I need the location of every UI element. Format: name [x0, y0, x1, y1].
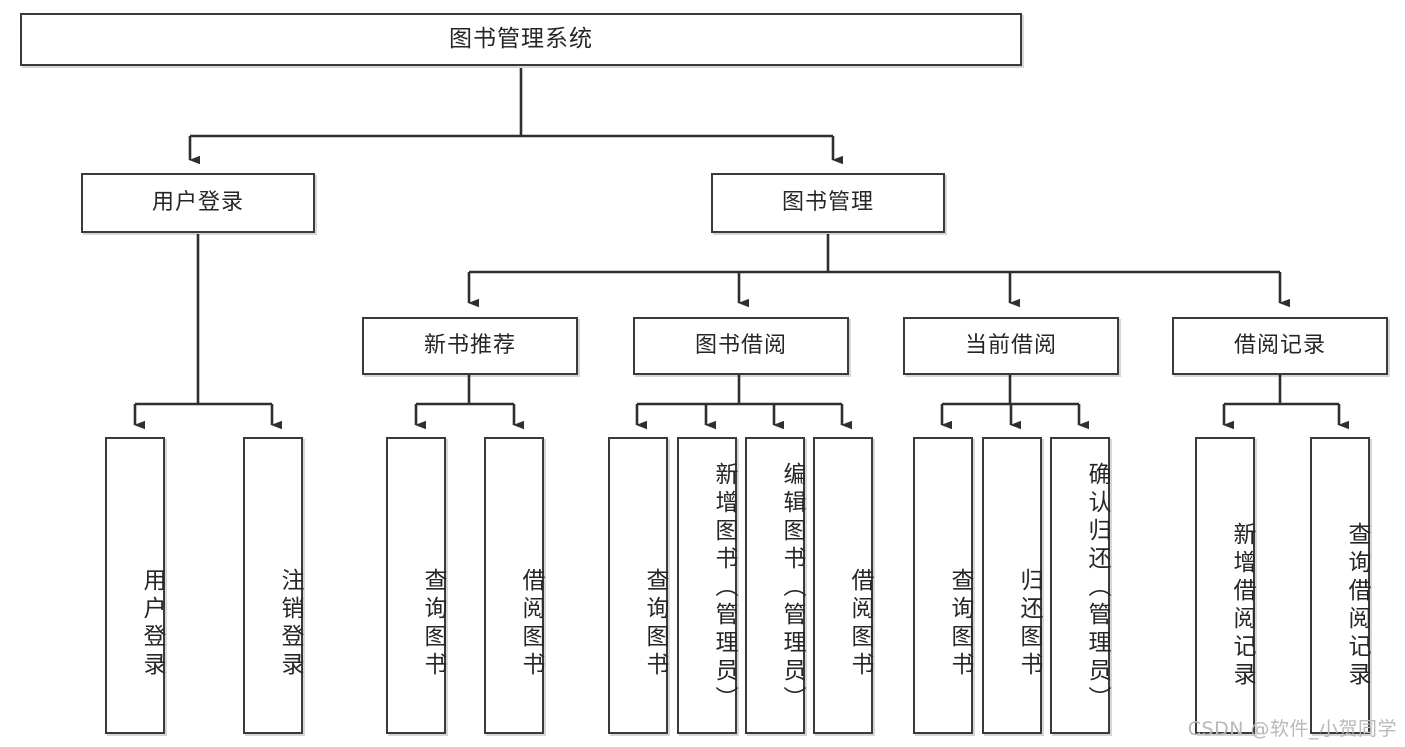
node-label: 新增图书（管理员） [711, 461, 737, 714]
node-label: 图书管理系统 [449, 25, 593, 52]
leaf-edit-book[interactable]: 编辑图书（管理员） [745, 437, 805, 734]
node-label: 注销登录 [277, 567, 303, 680]
leaf-query-book-borrow[interactable]: 查询图书 [608, 437, 668, 734]
leaf-query-book-recommend[interactable]: 查询图书 [386, 437, 446, 734]
leaf-user-login[interactable]: 用户登录 [105, 437, 165, 734]
leaf-add-book[interactable]: 新增图书（管理员） [677, 437, 737, 734]
node-user-login[interactable]: 用户登录 [81, 173, 315, 233]
node-label: 借阅图书 [518, 567, 544, 680]
node-label: 当前借阅 [964, 332, 1057, 358]
node-label: 借阅图书 [847, 567, 873, 680]
node-root-system[interactable]: 图书管理系统 [20, 13, 1022, 66]
node-current-borrow[interactable]: 当前借阅 [903, 317, 1119, 375]
node-label: 归还图书 [1016, 567, 1042, 680]
node-label: 查询借阅记录 [1344, 521, 1370, 690]
leaf-borrow-book-recommend[interactable]: 借阅图书 [484, 437, 544, 734]
node-label: 借阅记录 [1233, 332, 1326, 358]
node-label: 图书管理 [781, 189, 874, 215]
leaf-return-book[interactable]: 归还图书 [982, 437, 1042, 734]
node-new-book-recommend[interactable]: 新书推荐 [362, 317, 578, 375]
node-label: 编辑图书（管理员） [779, 461, 805, 714]
node-label: 查询图书 [947, 567, 973, 680]
leaf-add-borrow-record[interactable]: 新增借阅记录 [1195, 437, 1255, 734]
node-label: 查询图书 [642, 567, 668, 680]
leaf-query-borrow-record[interactable]: 查询借阅记录 [1310, 437, 1370, 734]
node-label: 新书推荐 [423, 332, 516, 358]
node-label: 用户登录 [151, 189, 244, 215]
node-label: 新增借阅记录 [1229, 521, 1255, 690]
node-label: 图书借阅 [694, 332, 787, 358]
node-book-borrow[interactable]: 图书借阅 [633, 317, 849, 375]
node-book-management[interactable]: 图书管理 [711, 173, 945, 233]
leaf-confirm-return[interactable]: 确认归还（管理员） [1050, 437, 1110, 734]
node-borrow-record[interactable]: 借阅记录 [1172, 317, 1388, 375]
leaf-query-book-current[interactable]: 查询图书 [913, 437, 973, 734]
node-label: 查询图书 [420, 567, 446, 680]
csdn-watermark: CSDN @软件_小贺同学 [1187, 718, 1397, 740]
leaf-borrow-book[interactable]: 借阅图书 [813, 437, 873, 734]
leaf-logout-login[interactable]: 注销登录 [243, 437, 303, 734]
node-label: 确认归还（管理员） [1084, 461, 1110, 714]
node-label: 用户登录 [139, 567, 165, 680]
